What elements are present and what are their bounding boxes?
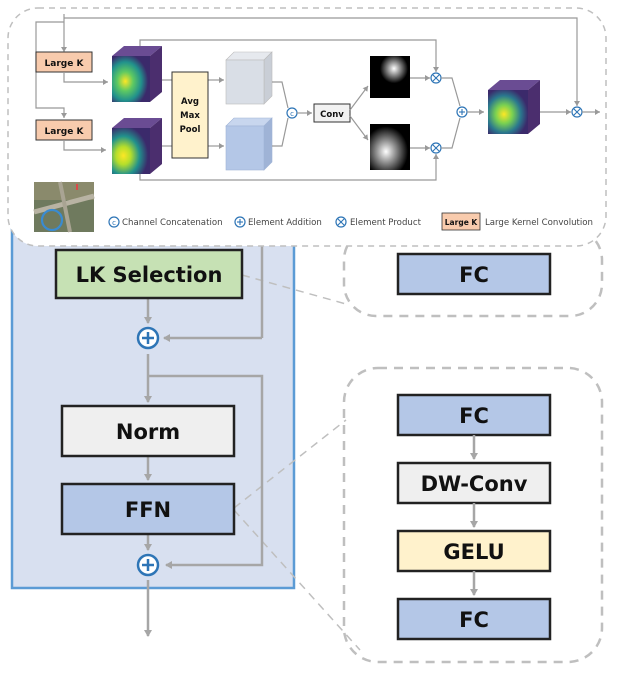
conv-to-mask1 (349, 85, 369, 111)
ffn-fc-bottom-box (396, 597, 552, 641)
fc-top-right-box (396, 252, 552, 296)
output-feature-cube (488, 80, 540, 134)
final-product-circle (571, 106, 583, 118)
norm-box (60, 404, 236, 458)
input-to-large-k2 (35, 21, 67, 118)
conv-box (313, 103, 351, 123)
dwconv-label: DW-Conv (421, 472, 528, 496)
large-k-bottom-to-cube (63, 140, 106, 153)
conv-label: Conv (320, 110, 344, 120)
fc-top-right-label: FC (459, 263, 489, 287)
svg-text:c: c (112, 219, 116, 227)
norm-label: Norm (116, 420, 180, 444)
product1-to-add (441, 77, 461, 107)
avg-max-pool-box (171, 71, 209, 159)
gray-to-concat (272, 81, 289, 109)
ffn-label: FFN (125, 498, 171, 522)
feature-map-cube-1 (112, 46, 162, 102)
detail-addition-circle (456, 106, 468, 118)
ffn-detail-dashed-panel (342, 366, 604, 664)
blue-to-concat (272, 117, 289, 147)
cube1-skip (139, 39, 439, 72)
legend-product-icon (335, 216, 347, 228)
lk-selection-box (54, 248, 244, 300)
pool-label-pool: Pool (180, 125, 201, 135)
lk-selection-label: LK Selection (76, 263, 223, 287)
lk-connector-line (241, 274, 347, 305)
pool-label-avg: Avg (181, 97, 199, 107)
feature-map-cube-2 (112, 118, 162, 174)
ffn-connector-line-top (233, 419, 347, 509)
legend-large-k-badge (441, 212, 481, 231)
gelu-label: GELU (443, 540, 504, 564)
ffn-box (60, 482, 236, 536)
attention-mask-1 (370, 56, 410, 98)
pool-label-max: Max (180, 111, 200, 121)
legend-concat-label: Channel Concatenation (122, 218, 223, 228)
large-k-top-label: Large K (45, 59, 85, 69)
pooled-feature-gray (225, 51, 273, 105)
legend-addition-label: Element Addition (248, 218, 322, 228)
large-k-top-to-cube (63, 72, 108, 85)
concat-symbol: c (290, 110, 294, 118)
product2-to-add (441, 117, 461, 149)
product-circle-1 (430, 72, 442, 84)
attention-mask-2 (370, 124, 410, 170)
legend-concat-icon: c (108, 216, 120, 228)
legend-large-kernel-label: Large Kernel Convolution (485, 218, 593, 228)
legend-large-k-badge-label: Large K (445, 218, 479, 227)
pooled-feature-blue (225, 117, 273, 171)
legend-product-label: Element Product (350, 218, 422, 228)
ffn-connector-line-bottom (233, 509, 361, 651)
input-skip-to-final (64, 17, 580, 106)
ffn-fc-bottom-label: FC (459, 608, 489, 632)
residual-skip-2 (148, 374, 264, 569)
legend-addition-icon (234, 216, 246, 228)
conv-to-mask2 (349, 115, 369, 141)
cube2-skip (139, 154, 439, 181)
aerial-image-thumbnail (33, 181, 95, 233)
ffn-fc-top-label: FC (459, 404, 489, 428)
product-circle-2 (430, 142, 442, 154)
large-k-bottom-label: Large K (45, 127, 85, 137)
